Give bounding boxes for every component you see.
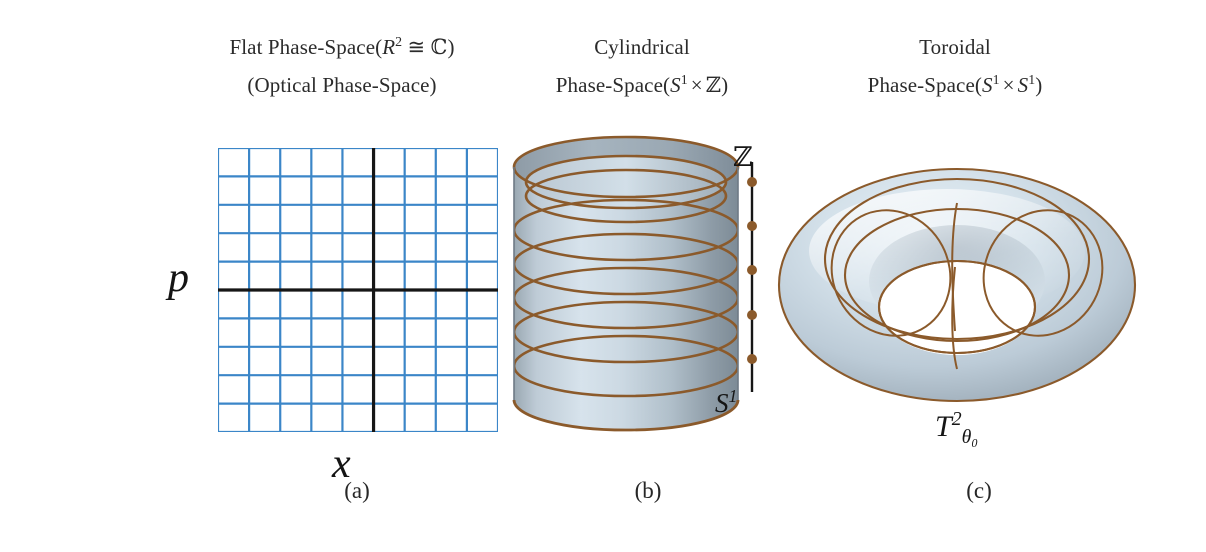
- exponent-1: 1: [680, 72, 688, 87]
- exponent-2: 2: [395, 34, 403, 49]
- symbol-C: ℂ: [430, 35, 448, 59]
- panel-a-caption-line1: Flat Phase-Space(R2 ≅ ℂ): [229, 34, 455, 59]
- cartesian-grid: [218, 148, 498, 432]
- panel-b-caption-line2: Phase-Space(S1×ℤ): [555, 72, 729, 97]
- panel-c-caption-line2: Phase-Space(S1×S1): [867, 72, 1043, 97]
- circle-label-S1: S1: [715, 386, 738, 418]
- panel-letter-c: (c): [966, 478, 992, 503]
- symbol-R: R: [382, 35, 396, 59]
- symbol-Z: ℤ: [705, 73, 722, 97]
- panel-c-caption: Toroidal Phase-Space(S1×S1): [790, 28, 1120, 104]
- panel-b-caption: Cylindrical Phase-Space(S1×ℤ): [508, 28, 776, 104]
- symbol-S: S: [670, 73, 681, 97]
- operator-times: ×: [1002, 73, 1015, 97]
- exponent-1-first: 1: [992, 72, 1000, 87]
- torus-label: T2θ₀: [935, 408, 979, 448]
- exponent-2: 2: [951, 408, 962, 430]
- subscript-theta0: θ₀: [961, 426, 979, 448]
- torus-poloidal-curves: [830, 202, 1104, 370]
- exponent-1: 1: [728, 386, 738, 406]
- panel-letter-b: (b): [634, 478, 662, 503]
- panel-a-caption: Flat Phase-Space(R2 ≅ ℂ) (Optical Phase-…: [168, 28, 516, 104]
- axis-label-x: x: [332, 441, 351, 487]
- integer-lattice-axis: [747, 162, 757, 392]
- symbol-S-second: S: [1017, 73, 1029, 97]
- panel-b-caption-line1: Cylindrical: [594, 35, 690, 59]
- panel-b-cylindrical-phase-space: ℤ S1: [500, 130, 800, 490]
- exponent-1-second: 1: [1028, 72, 1036, 87]
- axis-label-p: p: [168, 255, 189, 301]
- cylinder-ring-set: [514, 198, 738, 398]
- panel-a-caption-line2: (Optical Phase-Space): [247, 73, 437, 97]
- panel-letter-a: (a): [344, 478, 370, 503]
- panel-c-caption-line1: Toroidal: [919, 35, 991, 59]
- lattice-axis-label-Z: ℤ: [733, 142, 753, 173]
- panel-c-toroidal-phase-space: T2θ₀: [775, 155, 1155, 485]
- cylinder-surface: [514, 137, 738, 430]
- relation-cong: ≅: [407, 35, 426, 59]
- symbol-S-first: S: [982, 73, 993, 97]
- panel-a-flat-phase-space: p x: [150, 130, 520, 490]
- operator-times: ×: [690, 73, 703, 97]
